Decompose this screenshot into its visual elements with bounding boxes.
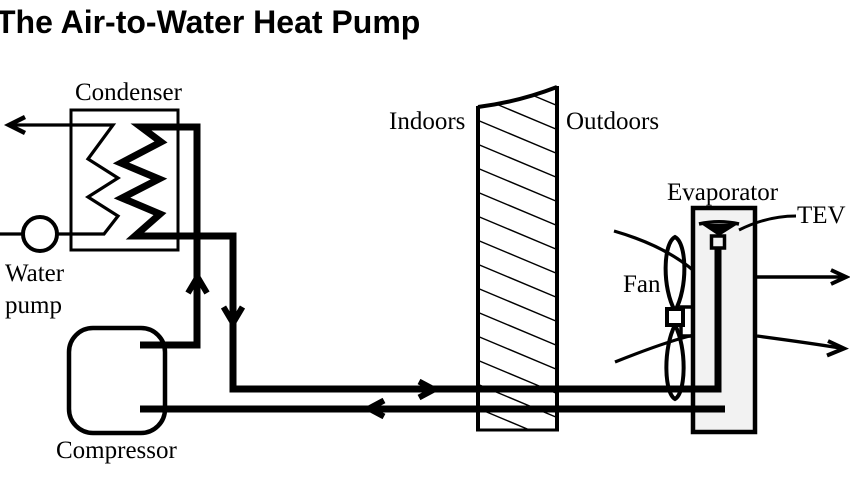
water-pump-label-line1: Water <box>5 260 65 287</box>
air-intake-curve-top <box>613 229 696 273</box>
wall-top-edge <box>477 85 558 109</box>
air-intake-curve-bottom <box>614 333 695 364</box>
flow-left-arrow-icon <box>362 397 386 420</box>
air-flow <box>613 229 850 364</box>
water-circuit <box>0 114 121 253</box>
evaporator-box <box>690 205 758 435</box>
air-out-arrow-top-icon <box>830 268 850 286</box>
condenser-box <box>69 108 180 252</box>
tev-label: TEV <box>797 202 846 229</box>
tev-leader-line <box>738 214 797 232</box>
water-pump-icon <box>21 215 59 253</box>
water-coil <box>0 123 121 236</box>
outdoors-label: Outdoors <box>566 108 660 135</box>
wall <box>476 85 559 432</box>
evaporator-label: Evaporator <box>667 179 779 206</box>
water-out-arrow-icon <box>3 114 27 136</box>
wall-hatch <box>478 87 557 430</box>
tev-valve-icon <box>698 214 797 250</box>
compressor-box <box>66 325 168 436</box>
refrigerant-circuit <box>112 123 725 420</box>
water-pump-label: Water pump <box>5 258 64 322</box>
flow-right-arrow-icon <box>417 378 441 401</box>
air-out-line-bottom <box>756 334 841 350</box>
air-out-arrow-bottom-icon <box>826 339 849 358</box>
water-pump-label-line2: pump <box>5 292 62 319</box>
condenser-label: Condenser <box>75 79 182 106</box>
compressor-label: Compressor <box>56 437 177 464</box>
flow-down-arrow-icon <box>220 305 246 329</box>
fan-blade-top <box>663 234 687 316</box>
refrigerant-supply-pipe <box>112 123 722 393</box>
fan-blade-bottom <box>664 320 686 402</box>
page-title: The Air-to-Water Heat Pump <box>0 4 421 40</box>
flow-up-arrow-icon <box>185 271 210 295</box>
fan-label: Fan <box>623 271 661 298</box>
indoors-label: Indoors <box>389 108 466 135</box>
fan-hub <box>665 307 685 327</box>
